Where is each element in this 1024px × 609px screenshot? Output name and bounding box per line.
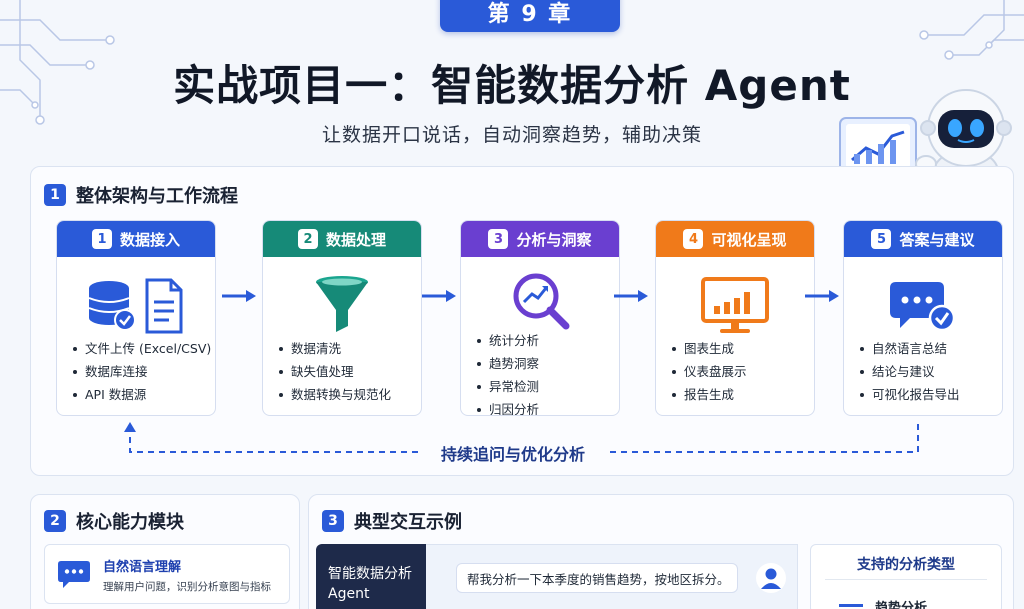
- step-items: 文件上传 (Excel/CSV) 数据库连接 API 数据源: [73, 337, 211, 406]
- capability-title: 自然语言理解: [103, 560, 182, 575]
- step-title: 分析与洞察: [516, 230, 592, 249]
- page-title: 实战项目一：智能数据分析 Agent: [173, 61, 851, 110]
- step-number: 4: [683, 229, 704, 249]
- analysis-types-title: 支持的分析类型: [857, 557, 955, 573]
- list-item: 数据库连接: [73, 360, 207, 383]
- analysis-types-box: 支持的分析类型 趋势分析: [810, 544, 1002, 609]
- section-title: 典型交互示例: [354, 512, 462, 533]
- trend-bar-icon: [839, 604, 863, 607]
- step-card-data-processing: 2 数据处理 数据清洗 缺失值处理 数据转换与规范化: [262, 220, 422, 416]
- section-title: 整体架构与工作流程: [76, 186, 238, 207]
- list-item: 报告生成: [672, 383, 806, 406]
- step-header: 4 可视化呈现: [656, 221, 814, 257]
- list-item: 文件上传 (Excel/CSV): [73, 337, 211, 360]
- list-item: API 数据源: [73, 383, 207, 406]
- step-header: 2 数据处理: [263, 221, 421, 257]
- list-item: 可视化报告导出: [860, 383, 994, 406]
- step-header: 3 分析与洞察: [461, 221, 619, 257]
- circuit-decoration-right: [919, 0, 1024, 60]
- list-item: 仪表盘展示: [672, 360, 806, 383]
- feedback-loop-label: 持续追问与优化分析: [420, 441, 606, 465]
- monitor-chart-icon: [656, 269, 814, 343]
- arrow-right-icon: [805, 290, 839, 302]
- agent-tag-line1: 智能数据分析: [328, 566, 412, 582]
- analysis-type-item: 趋势分析: [875, 601, 928, 609]
- step-card-data-ingestion: 1 数据接入 文件上传 (Excel/CSV) 数据库连接 API 数据源: [56, 220, 216, 416]
- arrow-right-icon: [222, 290, 256, 302]
- circuit-decoration-left: [0, 0, 115, 125]
- list-item: 异常检测: [477, 375, 611, 398]
- step-number: 3: [488, 229, 509, 249]
- section-architecture-header: 1 整体架构与工作流程: [44, 182, 238, 208]
- step-items: 数据清洗 缺失值处理 数据转换与规范化: [279, 337, 413, 406]
- chat-check-icon: [844, 269, 1002, 343]
- section-number: 1: [44, 184, 66, 206]
- step-items: 统计分析 趋势洞察 异常检测 归因分析: [477, 329, 611, 415]
- list-item: 图表生成: [672, 337, 806, 360]
- list-item: 缺失值处理: [279, 360, 413, 383]
- capability-card-nlu[interactable]: 自然语言理解 理解用户问题，识别分析意图与指标: [44, 544, 290, 604]
- step-number: 5: [871, 229, 892, 249]
- list-item: 数据转换与规范化: [279, 383, 413, 406]
- agent-tag: 智能数据分析 Agent: [316, 544, 426, 609]
- user-avatar-icon: [756, 563, 786, 593]
- page-subtitle: 让数据开口说话，自动洞察趋势，辅助决策: [321, 124, 702, 146]
- section-title: 核心能力模块: [76, 512, 184, 533]
- step-items: 图表生成 仪表盘展示 报告生成: [672, 337, 806, 406]
- list-item: 统计分析: [477, 329, 611, 352]
- section-number: 3: [322, 510, 344, 532]
- step-items: 自然语言总结 结论与建议 可视化报告导出: [860, 337, 994, 406]
- step-title: 数据处理: [325, 230, 386, 249]
- section-capability-header: 2 核心能力模块: [44, 508, 184, 534]
- chat-bubble-icon: [58, 561, 90, 588]
- user-message-bubble: 帮我分析一下本季度的销售趋势，按地区拆分。: [456, 563, 738, 593]
- chapter-badge: 第 9 章: [440, 0, 620, 32]
- capability-description: 理解用户问题，识别分析意图与指标: [103, 581, 271, 593]
- chat-area: 帮我分析一下本季度的销售趋势，按地区拆分。: [426, 544, 798, 609]
- list-item: 结论与建议: [860, 360, 994, 383]
- list-item: 归因分析: [477, 398, 611, 415]
- step-number: 2: [297, 229, 318, 249]
- list-item: 数据清洗: [279, 337, 413, 360]
- step-header: 1 数据接入: [57, 221, 215, 257]
- arrow-right-icon: [614, 290, 648, 302]
- section-interaction-header: 3 典型交互示例: [322, 508, 462, 534]
- step-title: 答案与建议: [899, 230, 975, 249]
- section-number: 2: [44, 510, 66, 532]
- step-title: 数据接入: [119, 230, 180, 249]
- database-document-icon: [57, 269, 215, 343]
- arrow-right-icon: [422, 290, 456, 302]
- funnel-icon: [263, 269, 421, 343]
- list-item: 自然语言总结: [860, 337, 994, 360]
- step-card-analysis-insight: 3 分析与洞察 统计分析 趋势洞察 异常检测 归因分析: [460, 220, 620, 416]
- step-title: 可视化呈现: [711, 230, 787, 249]
- step-number: 1: [91, 229, 112, 249]
- agent-tag-line2: Agent: [328, 586, 370, 602]
- magnifier-trend-icon: [461, 263, 619, 337]
- step-card-visualization: 4 可视化呈现 图表生成 仪表盘展示 报告生成: [655, 220, 815, 416]
- list-item: 趋势洞察: [477, 352, 611, 375]
- divider: [825, 579, 987, 580]
- step-card-answer-suggestion: 5 答案与建议 自然语言总结 结论与建议 可视化报告导出: [843, 220, 1003, 416]
- step-header: 5 答案与建议: [844, 221, 1002, 257]
